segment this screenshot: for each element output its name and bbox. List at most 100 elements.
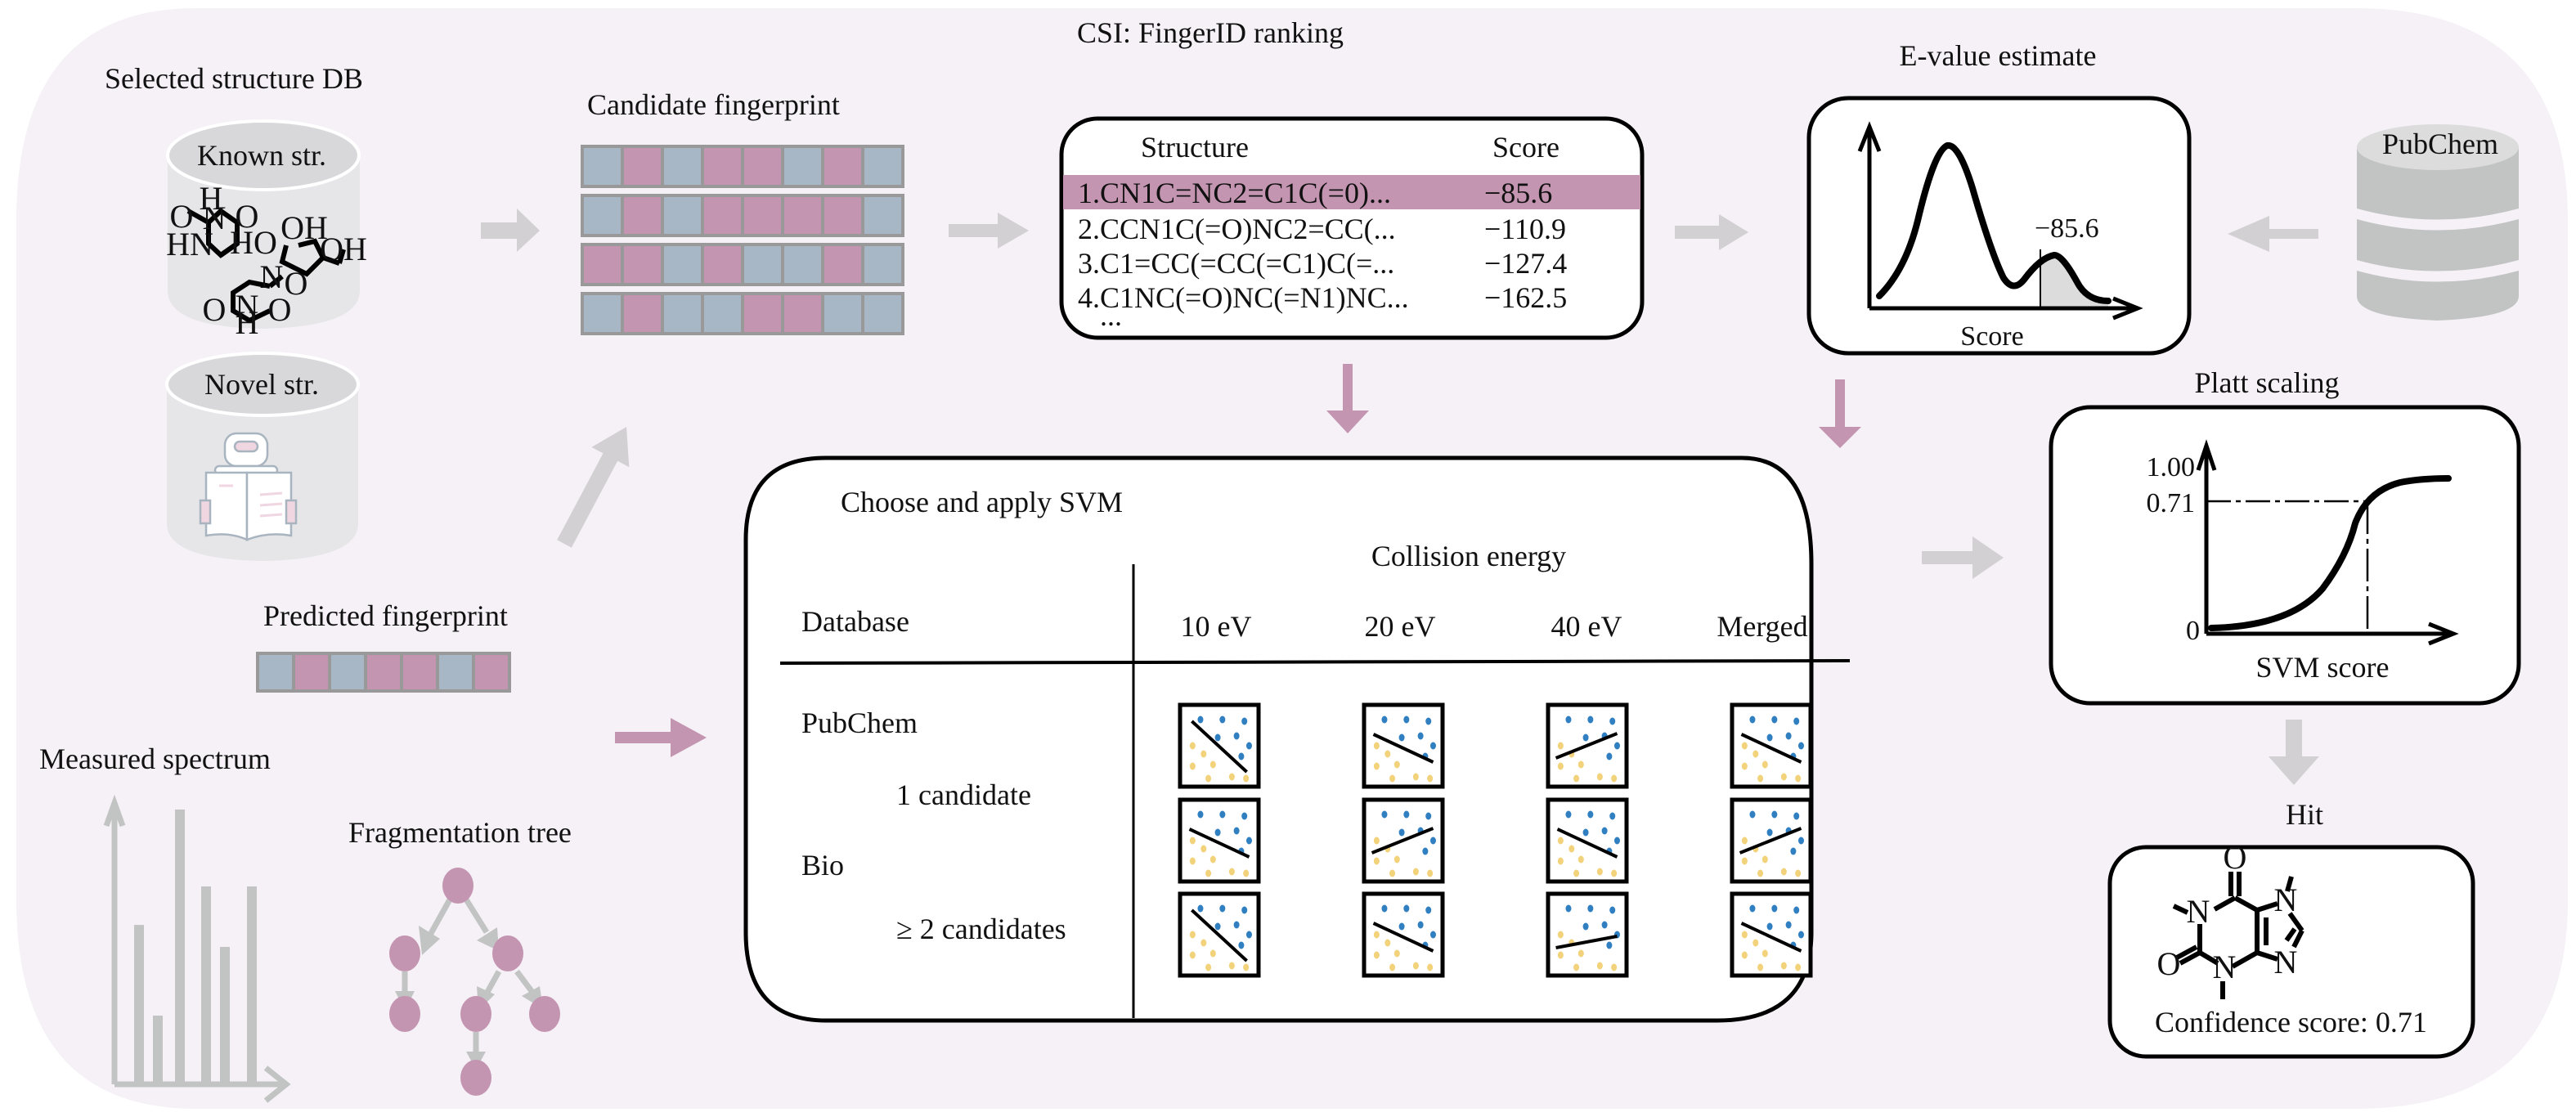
svm-point-positive [1797, 742, 1804, 750]
svm-point-negative [1596, 868, 1603, 876]
spectrum-peak [247, 886, 257, 1084]
svm-point-positive [1425, 717, 1432, 725]
svm-point-negative [1577, 949, 1584, 958]
spectrum-peak [220, 947, 230, 1084]
svm-point-negative [1373, 742, 1380, 750]
svm-classifier-plot[interactable] [1546, 702, 1629, 789]
svm-point-positive [1403, 904, 1410, 913]
svm-point-positive [1417, 921, 1424, 929]
svm-classifier-plot[interactable] [1362, 702, 1445, 789]
svm-point-positive [1766, 733, 1773, 742]
ranking-row[interactable]: 1.CN1C=NC2=C1C(=0)... −85.6 [1078, 177, 1552, 209]
svm-point-negative [1189, 931, 1196, 939]
svm-point-negative [1761, 855, 1768, 864]
fingerprint-bit [403, 655, 436, 689]
svm-point-negative [1573, 963, 1580, 971]
evalue-panel [1806, 96, 2192, 356]
svg-text:N: N [2187, 893, 2210, 930]
svm-point-positive [1606, 941, 1613, 949]
svg-text:OH: OH [280, 209, 328, 246]
tree-node [460, 1060, 491, 1096]
svm-classifier-plot[interactable] [1546, 797, 1629, 884]
svm-point-positive [1403, 810, 1410, 819]
svm-point-negative [1741, 742, 1748, 750]
svm-point-negative [1757, 869, 1764, 877]
svm-point-negative [1427, 869, 1434, 877]
svg-text:N: N [236, 288, 259, 325]
svm-point-positive [1238, 752, 1245, 760]
svm-point-positive [1398, 733, 1405, 742]
svg-text:HN: HN [166, 226, 213, 262]
svm-point-negative [1209, 760, 1216, 769]
fingerprint-bit [824, 246, 861, 283]
svm-classifier-plot[interactable] [1730, 891, 1813, 978]
svm-point-positive [1587, 904, 1594, 913]
spectrum-peak [201, 886, 211, 1084]
svm-point-positive [1381, 810, 1388, 819]
fingerprint-bit [295, 655, 328, 689]
fingerprint-bit [259, 655, 292, 689]
svm-decision-boundary [1191, 908, 1248, 962]
tree-node [389, 996, 420, 1032]
svm-point-positive [1241, 717, 1248, 725]
arrow-pubchem-to-evalue [2228, 216, 2318, 252]
svm-classifier-plot[interactable] [1178, 891, 1261, 978]
fingerprint-bit [824, 197, 861, 234]
platt-plot: 1.00 0.71 0 SVM score [2147, 439, 2459, 684]
fingerprint-bit [824, 295, 861, 332]
novel-str-label: Novel str. [204, 368, 319, 401]
platt-axis-x [2206, 621, 2459, 646]
hit-title: Hit [2286, 798, 2323, 831]
fingerprint-bit [784, 197, 821, 234]
svm-point-positive [1793, 717, 1800, 725]
svg-text:O: O [2224, 839, 2247, 876]
known-structures-db-icon: Known str. H O N O HN HO OH OH N O O N O… [166, 119, 367, 341]
svm-point-negative [1557, 742, 1564, 750]
arrow-known-to-candidate [481, 209, 540, 252]
ranking-row[interactable]: 3.C1=CC(=CC(=C1)C(=... −127.4 [1078, 247, 1567, 280]
svm-point-negative [1741, 951, 1748, 959]
svm-column-header: Merged [1717, 610, 1807, 643]
svm-decision-boundary [1372, 733, 1434, 764]
svm-classifier-plot[interactable] [1362, 797, 1445, 884]
arrow-ranking-to-svm [1326, 364, 1369, 433]
svg-text:HO: HO [230, 224, 277, 261]
svm-classifier-plot[interactable] [1362, 891, 1445, 978]
svm-point-negative [1741, 762, 1748, 770]
svm-classifier-plot[interactable] [1178, 797, 1261, 884]
fingerprint-bit [864, 295, 901, 332]
evalue-title: E-value estimate [1900, 39, 2097, 72]
svg-text:O: O [268, 291, 292, 328]
svm-classifier-plot[interactable] [1178, 702, 1261, 789]
svm-point-negative [1557, 762, 1564, 770]
pubchem-db-icon: PubChem [2357, 124, 2519, 321]
svm-point-negative [1780, 868, 1787, 876]
ranking-row[interactable]: 4.C1NC(=O)NC(=N1)NC... −162.5 [1078, 281, 1567, 314]
svm-classifier-plot[interactable] [1730, 702, 1813, 789]
svm-point-negative [1373, 837, 1380, 845]
fingerprint-bit [664, 246, 701, 283]
svm-classifier-plot[interactable] [1546, 891, 1629, 978]
ranking-structure-cell: 4.C1NC(=O)NC(=N1)NC... [1078, 281, 1409, 314]
arrow-ranking-to-evalue [1675, 214, 1748, 250]
svm-point-positive [1785, 732, 1792, 740]
robot-reading-icon [199, 432, 298, 541]
svm-classifier-plot[interactable] [1730, 797, 1813, 884]
svm-point-positive [1565, 904, 1572, 913]
svm-point-positive [1214, 828, 1221, 837]
svm-decision-boundary [1555, 732, 1618, 760]
ranking-row[interactable]: 2.CCN1C(=O)NC2=CC(... −110.9 [1078, 213, 1566, 245]
svm-row-label: 1 candidate [896, 778, 1031, 811]
svm-point-negative [1577, 760, 1584, 769]
svm-point-positive [1609, 906, 1616, 914]
ranking-score-cell: −127.4 [1484, 247, 1567, 280]
candidate-fingerprint-grid [581, 145, 904, 335]
tree-node [529, 996, 560, 1032]
svm-point-positive [1429, 742, 1436, 750]
svm-point-negative [1243, 963, 1250, 971]
svg-text:O: O [170, 198, 194, 235]
svm-decision-boundary [1740, 733, 1802, 764]
fingerprint-bit [584, 295, 621, 332]
svm-decision-boundary [1371, 827, 1434, 855]
